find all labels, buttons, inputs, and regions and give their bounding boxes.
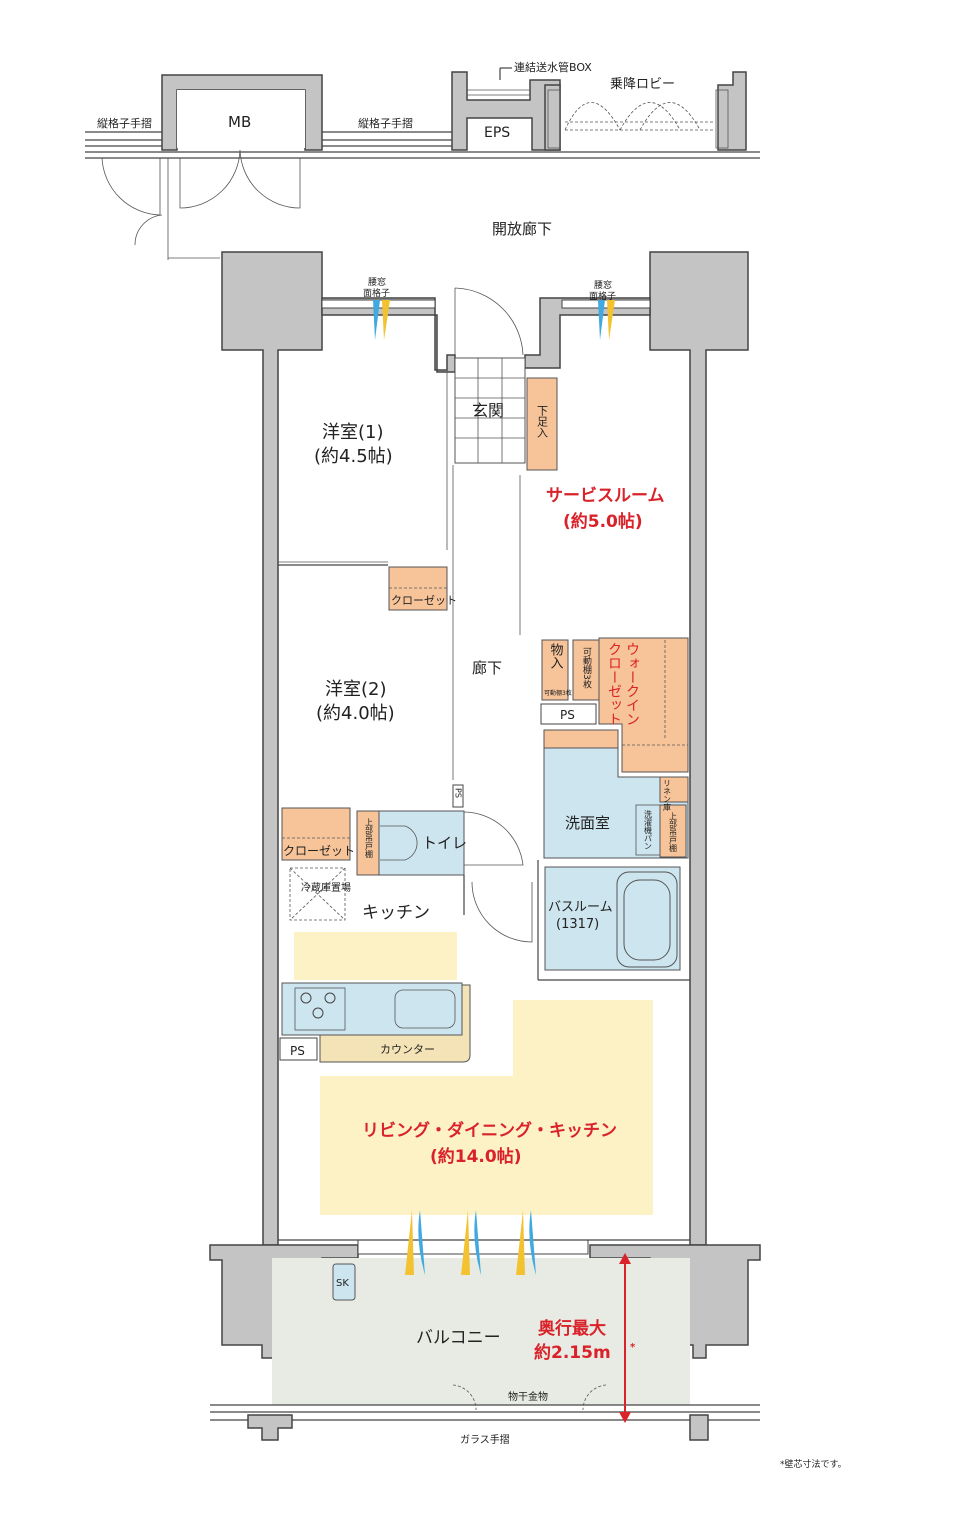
kitchen-counter: [281, 982, 463, 1036]
ps1-label: PS: [560, 708, 575, 722]
water-pipe-box-label: 連結送水管BOX: [514, 60, 592, 74]
entrance: [454, 287, 558, 471]
mb-label: MB: [228, 113, 251, 131]
kitchen-label: キッチン: [362, 903, 430, 923]
counter-label: カウンター: [380, 1043, 435, 1056]
western1-name: 洋室(1): [322, 422, 384, 443]
closet1: [388, 566, 448, 611]
shoe-box-label: 下足入: [536, 405, 549, 438]
ldk-floor: [320, 1000, 653, 1215]
linen-label: リネン庫: [663, 779, 672, 812]
ps-box-3: [452, 784, 464, 808]
depth-arrow: [619, 1253, 631, 1423]
lobby-label: 乗降ロビー: [610, 77, 675, 92]
service-room-size: (約5.0帖): [563, 511, 643, 532]
toilet: [378, 810, 465, 876]
ldk-name: リビング・ダイニング・キッチン: [362, 1120, 617, 1141]
ps2-label: PS: [290, 1044, 305, 1058]
handrail-left-label: 縦格子手摺: [97, 116, 152, 130]
window-label-1a: 腰窓: [368, 276, 386, 288]
wic-label: ウォークインクローゼット: [606, 642, 640, 726]
closet1-label: クローゼット: [391, 594, 457, 607]
ventilation-arrows: [373, 300, 615, 340]
fridge-label-1: 冷蔵庫置場: [301, 881, 351, 894]
ps-box-2: [279, 1037, 318, 1061]
corridor-area: [85, 67, 760, 260]
clothes-hanger-label: 物干金物: [508, 1390, 548, 1403]
closet2-label: クローゼット: [283, 844, 355, 858]
storage-label: 物入: [548, 643, 564, 669]
western1-size: (約4.5帖): [314, 446, 393, 467]
window-label-2a: 腰窓: [594, 279, 612, 291]
service-room-name: サービスルーム: [546, 486, 665, 506]
ps3-label: PS: [454, 788, 463, 798]
depth-mark: *: [630, 1342, 636, 1353]
balcony-label: バルコニー: [416, 1328, 501, 1348]
ventilation-arrows-ldk: [405, 1210, 536, 1275]
washroom-label: 洗面室: [565, 814, 610, 832]
storage: [541, 639, 569, 701]
stove-burners-icon: [300, 992, 336, 1019]
upper-cabinet-label: 上部吊戸棚: [669, 812, 678, 853]
hallway-label: 廊下: [472, 659, 502, 677]
shelf: [572, 639, 600, 701]
ps-box-1: [540, 703, 597, 725]
window-label-2b: 面格子: [589, 290, 616, 302]
toilet-label: トイレ: [422, 834, 467, 852]
eps-label: EPS: [484, 125, 510, 141]
handrail-mid-label: 縦格子手摺: [358, 116, 413, 130]
bathroom-size: (1317): [556, 917, 599, 932]
western2-size: (約4.0帖): [316, 703, 395, 724]
closet2: [281, 807, 351, 861]
depth-value: 約2.15m: [534, 1342, 611, 1363]
glass-rail-label: ガラス手摺: [460, 1433, 510, 1446]
kitchen-floor: [294, 932, 457, 980]
storage-shelf-label: 可動棚3枚: [544, 689, 572, 697]
walk-in-closet: [598, 637, 689, 773]
depth-label: 奥行最大: [538, 1318, 606, 1339]
wic-label-box: ウォークインクローゼット: [606, 642, 640, 726]
bathroom-name: バスルーム: [548, 900, 613, 915]
shoe-box: [526, 377, 558, 471]
footnote: *壁芯寸法です。: [780, 1458, 847, 1470]
window-label-1b: 面格子: [363, 287, 390, 299]
open-corridor-label: 開放廊下: [492, 220, 552, 238]
ldk-size: (約14.0帖): [430, 1146, 521, 1167]
shelf-label: 可動棚3枚: [581, 647, 592, 690]
western2-name: 洋室(2): [325, 679, 387, 700]
entrance-label: 玄関: [472, 401, 504, 420]
toilet-cabinet-label: 上部吊戸棚: [365, 818, 374, 859]
sk-sink: [332, 1263, 356, 1301]
sink-icon: [394, 989, 456, 1029]
sk-label: SK: [336, 1278, 349, 1289]
washer-pan-label: 洗濯機パン: [644, 809, 653, 850]
